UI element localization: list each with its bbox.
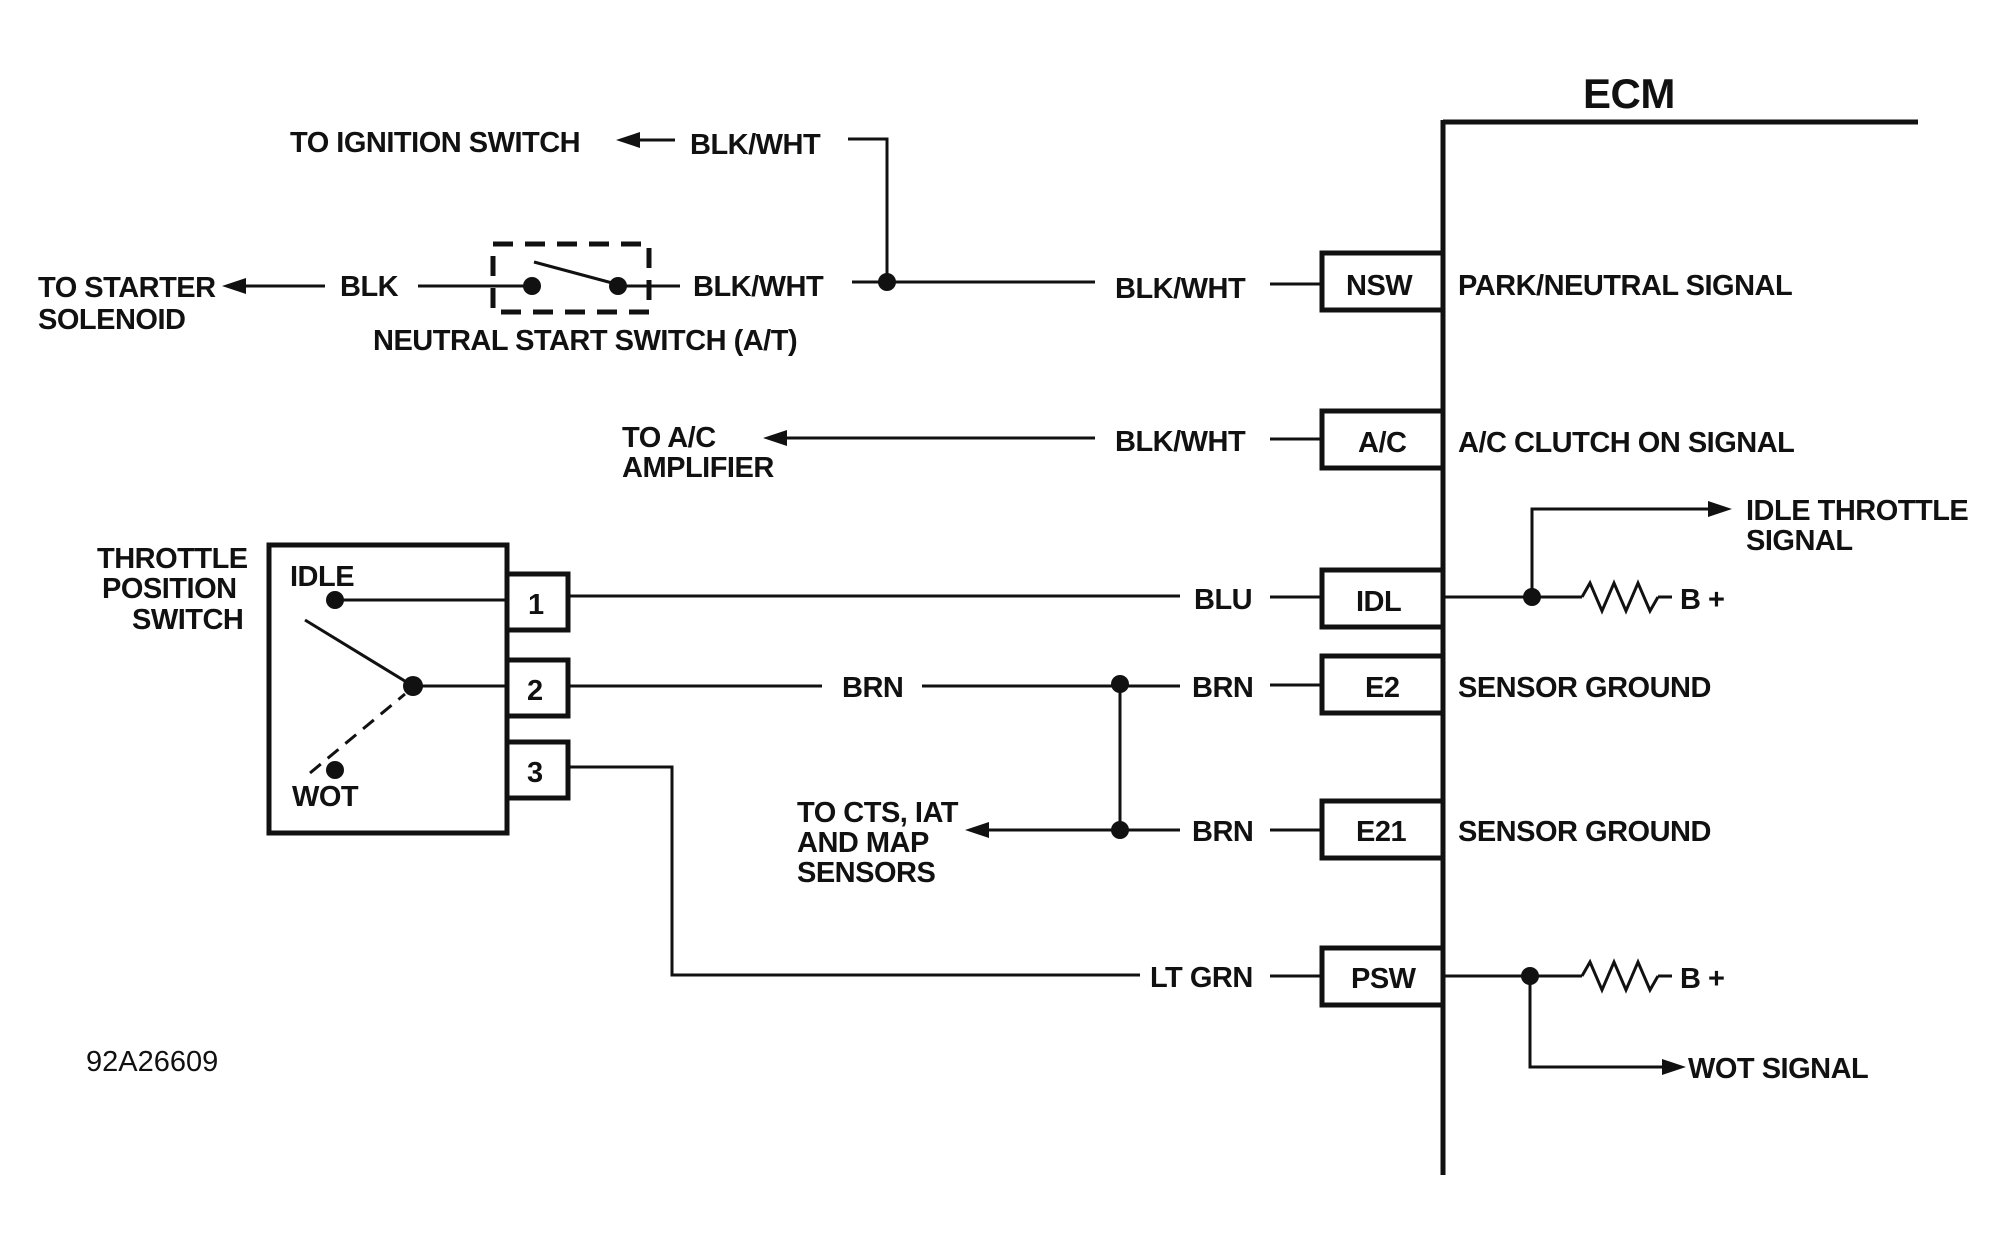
- wot-signal-label: WOT SIGNAL: [1688, 1053, 1868, 1085]
- wot-contact: [326, 761, 344, 779]
- ecm-title: ECM: [1583, 70, 1675, 117]
- ac-dest-line1: TO A/C: [622, 422, 716, 454]
- svg-text:2: 2: [527, 675, 543, 707]
- terminal-e2: BRN BRN E2 SENSOR GROUND: [568, 653, 1711, 830]
- terminal-idl: BLU IDL IDLE THROTTLE SIGNAL B +: [568, 495, 1969, 630]
- tps-pin-2: [504, 657, 571, 719]
- arrow-left-icon: [616, 132, 640, 148]
- terminal-id: PSW: [1351, 963, 1417, 995]
- terminal-signal: SENSOR GROUND: [1458, 672, 1711, 704]
- sensors-dest-line1: TO CTS, IAT: [797, 797, 959, 829]
- resistor-icon: [1580, 958, 1660, 994]
- tps-wiper: [304, 618, 414, 688]
- resistor-icon: [1580, 579, 1660, 615]
- tps-wire-brn-label: BRN: [842, 672, 903, 704]
- tps-idle-label: IDLE: [290, 561, 354, 593]
- arrow-right-icon: [1708, 501, 1732, 517]
- figure-code: 92A26609: [86, 1046, 218, 1078]
- arrow-left-icon: [222, 278, 246, 294]
- terminal-wire-label: BRN: [1192, 672, 1253, 704]
- terminal-id: NSW: [1346, 270, 1413, 302]
- splice-dot: [878, 273, 896, 291]
- starter-dest-line2: SOLENOID: [38, 304, 185, 336]
- starter-wire-right: BLK/WHT: [693, 271, 824, 303]
- wot-supply-label: B +: [1680, 963, 1724, 995]
- throttle-position-switch: THROTTLE POSITION SWITCH IDLE WOT 1 2 3: [97, 542, 571, 836]
- tps-label-line2: POSITION: [102, 573, 237, 605]
- ac-dest-line2: AMPLIFIER: [622, 452, 774, 484]
- terminal-wire-label: BLK/WHT: [1115, 273, 1246, 305]
- ignition-wire-label: BLK/WHT: [690, 129, 821, 161]
- splice-dot: [1111, 821, 1129, 839]
- terminal-psw: LT GRN PSW WOT SIGNAL B +: [568, 765, 1869, 1085]
- starter-wire-left: BLK: [340, 271, 399, 303]
- terminal-wire-label: BLK/WHT: [1115, 426, 1246, 458]
- idle-supply-label: B +: [1680, 584, 1724, 616]
- ignition-feed: TO IGNITION SWITCH BLK/WHT: [290, 127, 889, 282]
- arrow-left-icon: [965, 822, 989, 838]
- switch-contact: [523, 277, 541, 295]
- svg-text:1: 1: [528, 589, 544, 621]
- tps-wot-label: WOT: [292, 781, 359, 813]
- starter-dest-line1: TO STARTER: [38, 272, 216, 304]
- tps-pin-3: [504, 739, 571, 801]
- terminal-id: IDL: [1356, 586, 1401, 618]
- terminal-wire-label: LT GRN: [1150, 962, 1253, 994]
- neutral-start-switch-housing: [490, 241, 652, 315]
- sensors-dest-line2: AND MAP: [797, 827, 929, 859]
- arrow-left-icon: [763, 430, 787, 446]
- tps-pin-1: [504, 571, 571, 633]
- starter-circuit: TO STARTER SOLENOID BLK NEUTRAL START SW…: [38, 241, 1095, 357]
- terminal-id: A/C: [1358, 427, 1407, 459]
- idle-signal-line2: SIGNAL: [1746, 525, 1853, 557]
- tps-label-line1: THROTTLE: [97, 543, 248, 575]
- terminal-ac: TO A/C AMPLIFIER BLK/WHT A/C A/C CLUTCH …: [622, 408, 1795, 484]
- terminal-id: E2: [1365, 672, 1399, 704]
- tps-wiper-wot-dashed: [309, 692, 406, 775]
- switch-blade: [533, 260, 617, 286]
- terminal-wire-label: BLU: [1194, 584, 1252, 616]
- svg-text:3: 3: [527, 757, 543, 789]
- terminal-nsw: BLK/WHT NSW PARK/NEUTRAL SIGNAL: [1115, 250, 1793, 313]
- terminal-signal: SENSOR GROUND: [1458, 816, 1711, 848]
- idle-signal-line1: IDLE THROTTLE: [1746, 495, 1968, 527]
- terminal-e21: TO CTS, IAT AND MAP SENSORS BRN E21 SENS…: [797, 797, 1711, 889]
- terminal-signal: A/C CLUTCH ON SIGNAL: [1458, 427, 1794, 459]
- terminal-signal: PARK/NEUTRAL SIGNAL: [1458, 270, 1792, 302]
- sensors-dest-line3: SENSORS: [797, 857, 935, 889]
- arrow-right-icon: [1662, 1059, 1686, 1075]
- terminal-id: E21: [1356, 816, 1406, 848]
- neutral-switch-label: NEUTRAL START SWITCH (A/T): [373, 325, 797, 357]
- tps-housing: [266, 542, 510, 836]
- ignition-dest-label: TO IGNITION SWITCH: [290, 127, 580, 159]
- ecm-block: ECM: [1440, 70, 1918, 1175]
- tps-label-line3: SWITCH: [132, 604, 243, 636]
- terminal-wire-label: BRN: [1192, 816, 1253, 848]
